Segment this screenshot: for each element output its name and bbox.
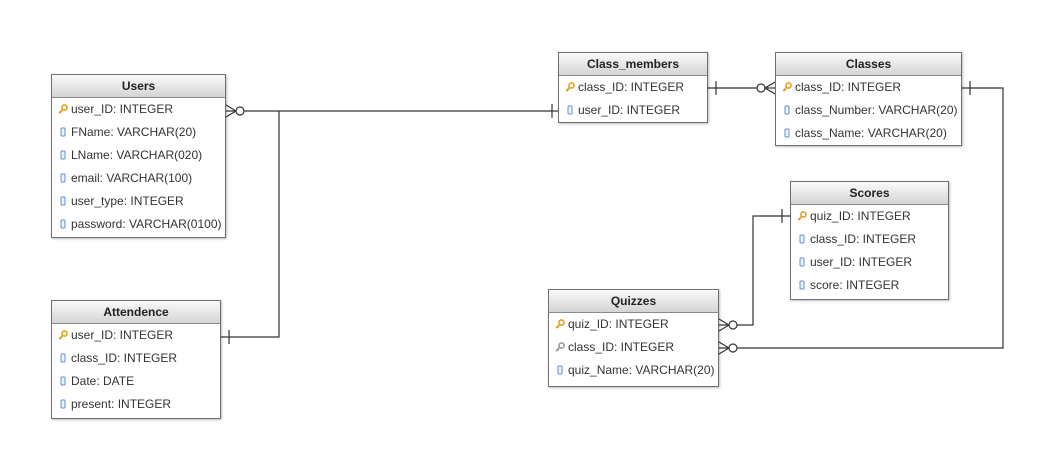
field-icon xyxy=(58,196,68,206)
field-icon xyxy=(58,353,68,363)
table-field[interactable]: class_ID: INTEGER xyxy=(776,76,961,99)
table-field[interactable]: LName: VARCHAR(020) xyxy=(52,144,225,167)
table-field[interactable]: class_ID: INTEGER xyxy=(559,76,707,99)
table-title: Attendence xyxy=(52,301,220,324)
crows-foot-zero-many-classes xyxy=(756,81,776,95)
field-label: present: INTEGER xyxy=(71,397,172,411)
table-scores[interactable]: Scores quiz_ID: INTEGER class_ID: INTEGER… xyxy=(790,181,949,300)
field-label: class_ID: INTEGER xyxy=(578,80,685,94)
table-field[interactable]: quiz_ID: INTEGER xyxy=(549,313,718,336)
table-field[interactable]: password: VARCHAR(0100) xyxy=(52,213,225,236)
field-label: quiz_ID: INTEGER xyxy=(568,317,669,331)
field-icon xyxy=(58,127,68,137)
field-label: score: INTEGER xyxy=(810,278,900,292)
field-label: class_ID: INTEGER xyxy=(810,232,917,246)
relationship-scores-quizzes xyxy=(719,215,790,326)
table-quizzes[interactable]: Quizzes quiz_ID: INTEGER class_ID: INTEGE… xyxy=(548,289,719,387)
foreign-key-icon xyxy=(555,341,565,352)
field-icon xyxy=(565,105,575,115)
primary-key-icon xyxy=(58,329,68,340)
field-icon xyxy=(58,173,68,183)
table-field[interactable]: quiz_Name: VARCHAR(20) xyxy=(549,359,718,382)
field-label: user_type: INTEGER xyxy=(71,194,184,208)
field-label: Date: DATE xyxy=(71,374,135,388)
field-icon xyxy=(58,376,68,386)
field-label: user_ID: INTEGER xyxy=(71,102,174,116)
field-label: user_ID: INTEGER xyxy=(71,328,174,342)
crows-foot-zero-many-users xyxy=(225,104,245,118)
field-icon xyxy=(58,150,68,160)
field-label: LName: VARCHAR(020) xyxy=(71,148,203,162)
table-title: Class_members xyxy=(559,53,707,76)
table-field[interactable]: email: VARCHAR(100) xyxy=(52,167,225,190)
field-label: FName: VARCHAR(20) xyxy=(71,125,197,139)
field-icon xyxy=(797,280,807,290)
relationship-users-attendence xyxy=(221,111,280,338)
table-field[interactable]: class_ID: INTEGER xyxy=(52,347,220,370)
table-field[interactable]: user_ID: INTEGER xyxy=(559,99,707,122)
field-label: class_ID: INTEGER xyxy=(568,340,675,354)
field-label: class_ID: INTEGER xyxy=(795,80,902,94)
table-field[interactable]: user_ID: INTEGER xyxy=(791,251,948,274)
field-icon xyxy=(797,234,807,244)
table-classes[interactable]: Classes class_ID: INTEGER class_Number: V… xyxy=(775,52,962,146)
primary-key-icon xyxy=(565,81,575,92)
table-field[interactable]: Date: DATE xyxy=(52,370,220,393)
table-field[interactable]: user_type: INTEGER xyxy=(52,190,225,213)
field-label: quiz_Name: VARCHAR(20) xyxy=(568,363,715,377)
field-icon xyxy=(782,105,792,115)
field-label: class_Number: VARCHAR(20) xyxy=(795,103,958,117)
field-label: quiz_ID: INTEGER xyxy=(810,209,911,223)
table-title: Classes xyxy=(776,53,961,76)
field-label: class_ID: INTEGER xyxy=(71,351,178,365)
table-field[interactable]: user_ID: INTEGER xyxy=(52,324,220,347)
table-field[interactable]: class_ID: INTEGER xyxy=(791,228,948,251)
primary-key-icon xyxy=(782,81,792,92)
table-attendence[interactable]: Attendence user_ID: INTEGER class_ID: INT… xyxy=(51,300,221,419)
field-label: class_Name: VARCHAR(20) xyxy=(795,126,947,140)
table-title: Users xyxy=(52,75,225,98)
table-users[interactable]: Users user_ID: INTEGER FName: VARCHAR(20)… xyxy=(51,74,226,238)
table-field[interactable]: quiz_ID: INTEGER xyxy=(791,205,948,228)
table-field[interactable]: score: INTEGER xyxy=(791,274,948,297)
field-label: email: VARCHAR(100) xyxy=(71,171,193,185)
table-field[interactable]: class_ID: INTEGER xyxy=(549,336,718,359)
table-title: Scores xyxy=(791,182,948,205)
table-field[interactable]: user_ID: INTEGER xyxy=(52,98,225,121)
primary-key-icon xyxy=(555,318,565,329)
field-label: user_ID: INTEGER xyxy=(810,255,913,269)
table-field[interactable]: class_Name: VARCHAR(20) xyxy=(776,122,961,145)
table-title: Quizzes xyxy=(549,290,718,313)
field-label: password: VARCHAR(0100) xyxy=(71,217,222,231)
field-icon xyxy=(782,128,792,138)
crows-foot-zero-many-quizzes-quiz xyxy=(718,318,738,332)
field-label: user_ID: INTEGER xyxy=(578,103,681,117)
field-icon xyxy=(797,257,807,267)
primary-key-icon xyxy=(58,103,68,114)
table-class-members[interactable]: Class_members class_ID: INTEGER user_ID: … xyxy=(558,52,708,123)
primary-key-icon xyxy=(797,210,807,221)
table-field[interactable]: class_Number: VARCHAR(20) xyxy=(776,99,961,122)
field-icon xyxy=(58,399,68,409)
crows-foot-zero-many-quizzes-class xyxy=(718,341,738,355)
field-icon xyxy=(555,365,565,375)
field-icon xyxy=(58,219,68,229)
table-field[interactable]: present: INTEGER xyxy=(52,393,220,416)
table-field[interactable]: FName: VARCHAR(20) xyxy=(52,121,225,144)
